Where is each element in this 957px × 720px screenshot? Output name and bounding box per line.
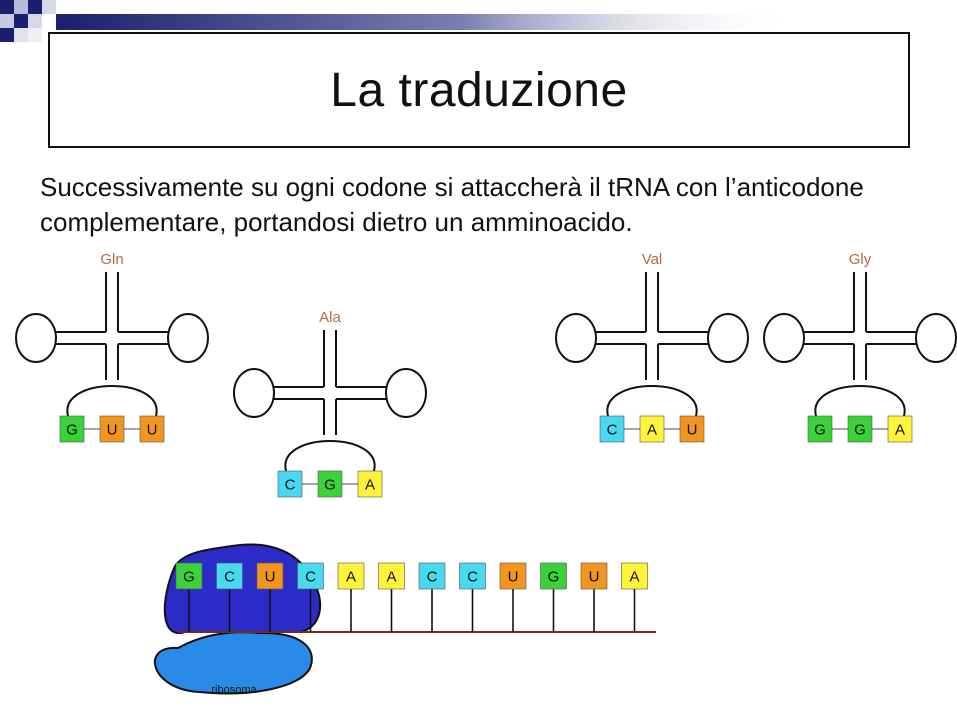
anticodon-base-box [887, 415, 913, 443]
anticodon-base-letter: G [854, 422, 866, 439]
anticodon-base-box [807, 415, 833, 443]
trna-side-loop [167, 313, 209, 363]
anticodon-base-box [139, 415, 165, 443]
slide-title: La traduzione [330, 63, 628, 117]
anticodon-base-box [639, 415, 665, 443]
anticodon-base-letter: G [66, 422, 78, 439]
mrna-base-box [621, 562, 648, 590]
mrna-base-box [337, 562, 365, 590]
anticodon-base-box [317, 470, 343, 498]
amino-acid-label: Gln [100, 251, 123, 268]
trna-side-loop [385, 368, 427, 418]
slide-body-text: Successivamente su ogni codone si attacc… [40, 172, 864, 237]
anticodon-base-letter: G [814, 422, 826, 439]
mrna-base-box [256, 562, 284, 590]
mrna-base-letter: C [305, 569, 316, 586]
anticodon-base-letter: U [687, 422, 698, 439]
anticodon-base-box [679, 415, 705, 443]
mrna-base-letter: C [467, 569, 478, 586]
mrna-base-letter: U [589, 569, 600, 586]
mrna-base-letter: U [265, 569, 276, 586]
header-gradient-bar [56, 14, 796, 30]
anticodon-base-box [599, 415, 625, 443]
mrna-base-box [175, 562, 203, 590]
mrna-base-letter: A [386, 569, 396, 586]
trna-side-loop [15, 313, 57, 363]
anticodon-base-box [277, 470, 303, 498]
mrna-base-letter: U [508, 569, 519, 586]
anticodon-base-letter: A [647, 422, 657, 439]
anticodon-base-letter: A [365, 477, 375, 494]
anticodon-loop [606, 385, 698, 417]
anticodon-base-letter: G [324, 477, 336, 494]
mrna-base-box [499, 562, 527, 590]
mrna-base-letter: A [346, 569, 356, 586]
mrna-base-box [297, 562, 324, 590]
mrna-base-box [216, 562, 243, 590]
mrna-base-letter: G [548, 569, 560, 586]
amino-acid-label: Ala [319, 309, 341, 326]
trna-side-loop [233, 368, 275, 418]
ribosome-label: ribosoma [211, 684, 257, 696]
mrna-base-box [540, 562, 567, 590]
anticodon-base-letter: C [607, 422, 618, 439]
trna-side-loop [763, 313, 805, 363]
anticodon-base-letter: C [285, 477, 296, 494]
mrna-base-letter: G [183, 569, 195, 586]
anticodon-base-letter: U [147, 422, 158, 439]
anticodon-base-letter: U [107, 422, 118, 439]
title-box: La traduzione [48, 32, 910, 148]
trna-side-loop [555, 313, 597, 363]
trna-side-loop [915, 313, 957, 363]
anticodon-loop [66, 385, 158, 417]
anticodon-loop [814, 385, 906, 417]
mrna-base-box [459, 562, 486, 590]
anticodon-base-box [847, 415, 873, 443]
anticodon-base-box [99, 415, 125, 443]
anticodon-base-letter: A [895, 422, 905, 439]
mrna-base-box [418, 562, 446, 590]
trna-side-loop [707, 313, 749, 363]
anticodon-loop [284, 440, 376, 472]
corner-squares-decoration [0, 0, 56, 42]
mrna-base-letter: C [427, 569, 438, 586]
mrna-base-box [378, 562, 405, 590]
mrna-base-box [580, 562, 608, 590]
amino-acid-label: Gly [849, 251, 872, 268]
anticodon-base-box [59, 415, 85, 443]
anticodon-base-box [357, 470, 383, 498]
mrna-base-letter: C [224, 569, 235, 586]
mrna-base-letter: A [629, 569, 639, 586]
amino-acid-label: Val [642, 251, 663, 268]
